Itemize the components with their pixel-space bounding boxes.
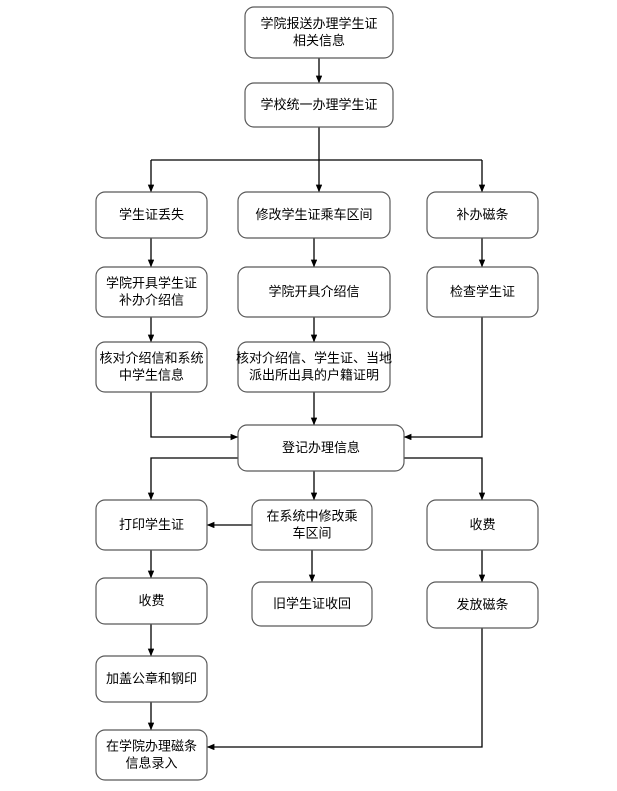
node-label: 在系统中修改乘车区间: [266, 509, 357, 541]
node-label-line: 学生证丢失: [119, 207, 184, 223]
node-label: 发放磁条: [456, 597, 508, 613]
node-label: 旧学生证收回: [273, 596, 351, 612]
node-charge-fee-left[interactable]: 收费: [95, 577, 208, 625]
node-label-line: 核对介绍信、学生证、当地: [236, 350, 392, 366]
node-label-line: 核对介绍信和系统: [99, 351, 203, 366]
node-label-line: 学院报送办理学生证: [260, 16, 377, 32]
node-label: 学院报送办理学生证相关信息: [260, 16, 377, 49]
node-label: 学院开具介绍信: [268, 284, 359, 300]
node-shape: [95, 191, 208, 239]
node-modify-zone-in-system[interactable]: 在系统中修改乘车区间: [251, 499, 373, 551]
node-shape: [251, 581, 373, 627]
node-shape: [95, 499, 208, 551]
node-register-processing-info[interactable]: 登记办理信息: [237, 424, 405, 472]
node-label-line: 中学生信息: [119, 367, 184, 383]
node-label-line: 登记办理信息: [282, 440, 360, 456]
node-label-line: 补办磁条: [456, 207, 508, 223]
node-label-line: 信息录入: [125, 755, 177, 771]
node-label: 打印学生证: [119, 517, 184, 533]
node-label-line: 车区间: [292, 525, 331, 541]
node-student-card-lost[interactable]: 学生证丢失: [95, 191, 208, 239]
node-label-line: 在学院办理磁条: [106, 738, 197, 754]
node-college-issue-reissue-letter[interactable]: 学院开具学生证补办介绍信: [95, 266, 208, 318]
node-label-line: 相关信息: [293, 33, 345, 49]
node-shape: [426, 581, 539, 629]
node-label-line: 旧学生证收回: [273, 596, 351, 612]
node-old-card-recovered[interactable]: 旧学生证收回: [251, 581, 373, 627]
node-shape: [95, 655, 208, 703]
node-label-line: 学院开具学生证: [106, 275, 197, 291]
connectors-layer: [147, 58, 486, 751]
conn-n17-n19: [206, 628, 483, 751]
node-shape: [244, 6, 394, 59]
node-school-unified-processing[interactable]: 学校统一办理学生证: [244, 82, 394, 128]
node-label-line: 学校统一办理学生证: [260, 97, 377, 113]
node-label-line: 修改学生证乘车区间: [255, 207, 372, 223]
node-label-line: 打印学生证: [119, 517, 184, 533]
conn-n11-n14: [404, 457, 486, 501]
node-label: 登记办理信息: [282, 440, 360, 456]
node-verify-letter-and-system[interactable]: 核对介绍信和系统中学生信息: [95, 341, 208, 393]
node-label-line: 派出所出具的户籍证明: [249, 367, 379, 383]
node-reissue-magnetic-strip[interactable]: 补办磁条: [426, 191, 539, 239]
node-label: 学校统一办理学生证: [260, 97, 377, 113]
node-label-line: 在系统中修改乘: [266, 509, 357, 524]
node-shape: [237, 341, 391, 393]
node-label-line: 加盖公章和钢印: [106, 671, 197, 687]
node-shape: [244, 82, 394, 128]
node-print-student-card[interactable]: 打印学生证: [95, 499, 208, 551]
node-shape: [251, 499, 373, 551]
node-shape: [95, 341, 208, 393]
node-stamp-seal[interactable]: 加盖公章和钢印: [95, 655, 208, 703]
conn-n11-n12: [147, 457, 238, 501]
node-shape: [426, 266, 539, 318]
node-label: 在学院办理磁条信息录入: [106, 738, 197, 771]
node-college-issue-letter[interactable]: 学院开具介绍信: [237, 266, 391, 318]
node-label: 补办磁条: [456, 207, 508, 223]
node-label-line: 补办介绍信: [119, 293, 184, 308]
node-label: 核对介绍信和系统中学生信息: [99, 351, 203, 383]
node-shape: [237, 266, 391, 318]
node-label-line: 发放磁条: [456, 597, 508, 613]
node-shape: [95, 266, 208, 318]
node-shape: [95, 729, 208, 781]
node-label: 检查学生证: [450, 284, 515, 300]
node-label: 收费: [138, 594, 164, 609]
node-label-line: 学院开具介绍信: [268, 284, 359, 300]
node-shape: [426, 499, 539, 551]
node-label-line: 收费: [138, 594, 164, 609]
node-label: 学院开具学生证补办介绍信: [106, 275, 197, 308]
conn-n9-n11: [150, 392, 239, 441]
node-shape: [237, 191, 391, 239]
conn-n8-n11: [403, 317, 483, 441]
node-issue-magnetic-strip[interactable]: 发放磁条: [426, 581, 539, 629]
node-college-magnetic-data-entry[interactable]: 在学院办理磁条信息录入: [95, 729, 208, 781]
node-label-line: 收费: [469, 518, 495, 533]
node-check-student-card[interactable]: 检查学生证: [426, 266, 539, 318]
node-label: 核对介绍信、学生证、当地派出所出具的户籍证明: [236, 350, 392, 383]
node-verify-letter-card-residence[interactable]: 核对介绍信、学生证、当地派出所出具的户籍证明: [236, 341, 392, 393]
node-label: 修改学生证乘车区间: [255, 207, 372, 223]
node-label-line: 检查学生证: [450, 284, 515, 300]
node-label: 学生证丢失: [119, 207, 184, 223]
node-modify-ride-zone[interactable]: 修改学生证乘车区间: [237, 191, 391, 239]
node-college-submit-info[interactable]: 学院报送办理学生证相关信息: [244, 6, 394, 59]
node-charge-fee-right[interactable]: 收费: [426, 499, 539, 551]
node-label: 收费: [469, 518, 495, 533]
node-shape: [237, 424, 405, 472]
node-label: 加盖公章和钢印: [106, 671, 197, 687]
node-shape: [95, 577, 208, 625]
node-shape: [426, 191, 539, 239]
